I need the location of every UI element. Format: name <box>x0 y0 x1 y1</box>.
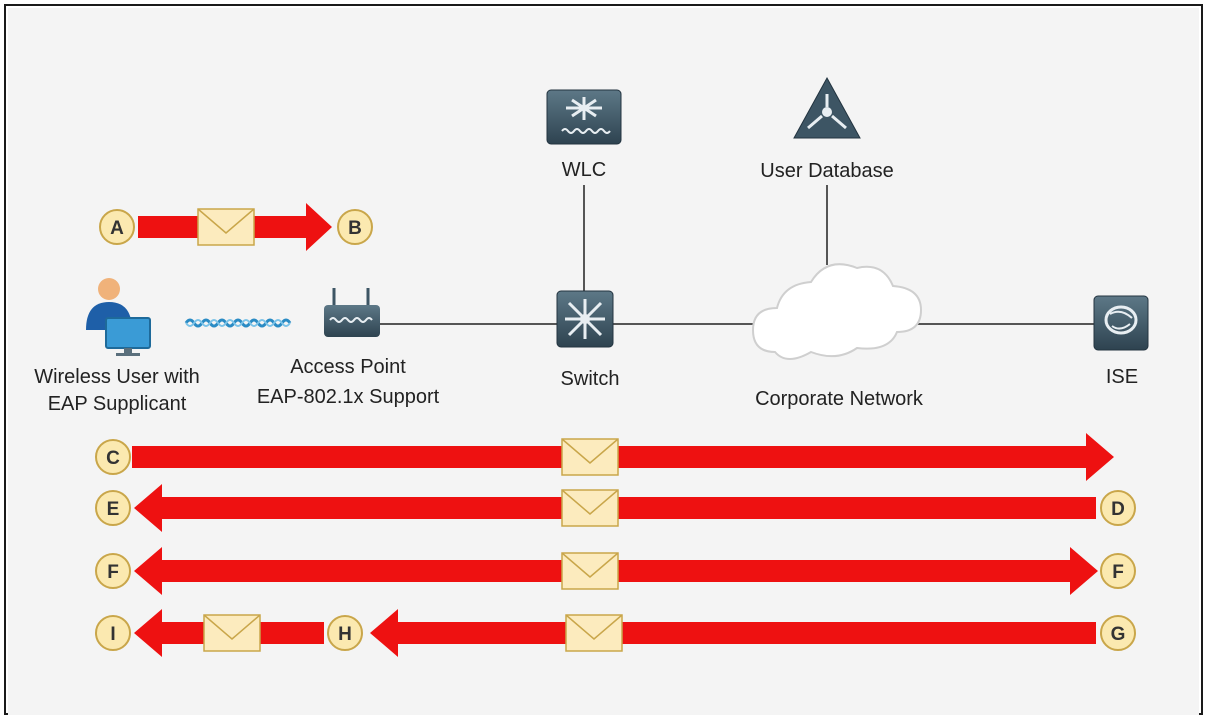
badge-a: A <box>99 209 135 245</box>
wireless-user-label-line2: EAP Supplicant <box>47 393 187 415</box>
wireless-user-label-line1: Wireless User with <box>34 366 200 388</box>
switch-label: Switch <box>560 368 620 390</box>
arrow-c-to-ise <box>132 433 1114 481</box>
svg-text:G: G <box>1111 624 1126 645</box>
badge-g: G <box>1100 615 1136 651</box>
access-point-label-line2: EAP-802.1x Support <box>256 386 440 408</box>
access-point-label-line1: Access Point <box>290 356 406 378</box>
user-database-icon <box>793 76 861 139</box>
corporate-network-label: Corporate Network <box>755 388 923 410</box>
switch-icon <box>556 290 614 348</box>
envelope-icon <box>565 614 623 652</box>
envelope-icon <box>561 438 619 476</box>
badge-f-right: F <box>1100 553 1136 589</box>
badge-i: I <box>95 615 131 651</box>
svg-text:A: A <box>110 218 124 239</box>
wlc-label: WLC <box>561 159 607 181</box>
wireless-link-icon <box>184 318 292 328</box>
ise-icon <box>1093 295 1149 351</box>
user-database-label: User Database <box>760 160 894 182</box>
badge-c: C <box>95 439 131 475</box>
envelope-icon <box>561 552 619 590</box>
badge-e: E <box>95 490 131 526</box>
corporate-network-cloud-icon <box>751 263 923 360</box>
svg-text:B: B <box>348 218 362 239</box>
svg-text:H: H <box>338 624 352 645</box>
svg-text:F: F <box>1112 562 1124 583</box>
badge-b: B <box>337 209 373 245</box>
svg-text:I: I <box>110 624 115 645</box>
svg-text:C: C <box>106 448 120 469</box>
badge-d: D <box>1100 490 1136 526</box>
wlc-icon <box>546 89 622 145</box>
access-point-icon <box>324 288 380 337</box>
envelope-icon <box>203 614 261 652</box>
svg-text:E: E <box>107 499 120 520</box>
svg-text:D: D <box>1111 499 1125 520</box>
badge-h: H <box>327 615 363 651</box>
arrow-g-to-h <box>370 609 1096 657</box>
wireless-user-icon <box>86 278 151 356</box>
envelope-icon <box>561 489 619 527</box>
envelope-icon <box>197 208 255 246</box>
badge-f-left: F <box>95 553 131 589</box>
svg-text:F: F <box>107 562 119 583</box>
ise-label: ISE <box>1105 366 1139 388</box>
